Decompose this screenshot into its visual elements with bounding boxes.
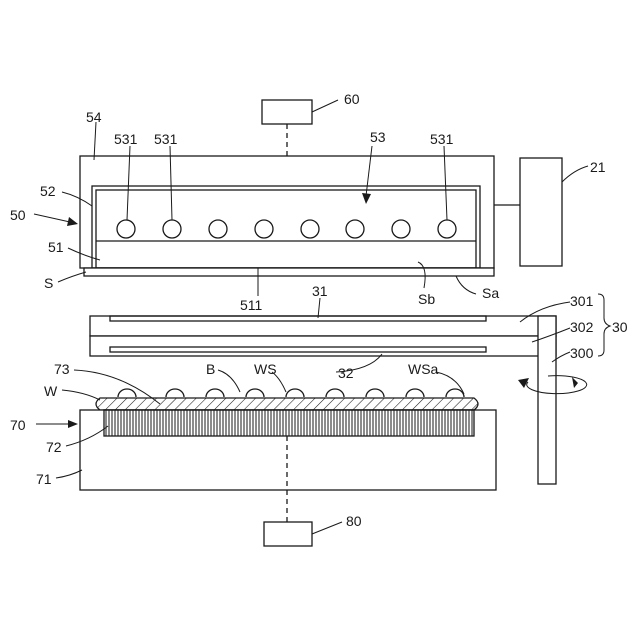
label-50: 50 — [10, 207, 26, 223]
label-W: W — [44, 383, 58, 399]
rotation-arrowhead-right — [572, 377, 578, 388]
leader-71 — [56, 470, 82, 478]
label-301: 301 — [570, 293, 594, 309]
arrow-50 — [34, 214, 70, 222]
label-WSa: WSa — [408, 361, 439, 377]
label-51: 51 — [48, 239, 64, 255]
label-Sb: Sb — [418, 291, 435, 307]
leader-S — [58, 272, 86, 282]
box-60 — [262, 100, 312, 124]
layer-72-overlay — [104, 410, 474, 436]
leader-21 — [562, 166, 588, 182]
arrowhead-70 — [68, 420, 78, 428]
label-WS: WS — [254, 361, 277, 377]
box-80 — [264, 522, 312, 546]
label-73: 73 — [54, 361, 70, 377]
label-Sa: Sa — [482, 285, 499, 301]
label-300: 300 — [570, 345, 594, 361]
label-511: 511 — [240, 297, 263, 313]
brace-30 — [598, 294, 610, 356]
leader-B — [218, 370, 240, 392]
leader-80 — [312, 522, 342, 534]
label-S: S — [44, 275, 53, 291]
substrate-S — [84, 268, 494, 276]
label-302: 302 — [570, 319, 594, 335]
arrowhead-50 — [67, 217, 78, 226]
label-71: 71 — [36, 471, 52, 487]
label-70: 70 — [10, 417, 26, 433]
label-52: 52 — [40, 183, 56, 199]
label-80: 80 — [346, 513, 362, 529]
leader-W — [62, 390, 100, 400]
leader-54 — [94, 122, 96, 160]
label-72: 72 — [46, 439, 62, 455]
shaft-300 — [538, 316, 556, 484]
housing-54 — [80, 156, 494, 268]
label-54: 54 — [86, 109, 102, 125]
label-531b: 531 — [154, 131, 178, 147]
box-21 — [520, 158, 562, 266]
label-30: 30 — [612, 319, 628, 335]
label-31: 31 — [312, 283, 328, 299]
label-32: 32 — [338, 365, 354, 381]
wafer-W — [96, 398, 478, 410]
leader-Sa — [456, 276, 476, 294]
leader-60 — [312, 100, 338, 112]
label-531c: 531 — [430, 131, 454, 147]
plate-302 — [90, 336, 556, 356]
label-21: 21 — [590, 159, 606, 175]
label-53: 53 — [370, 129, 386, 145]
label-531a: 531 — [114, 131, 138, 147]
label-B: B — [206, 361, 215, 377]
label-60: 60 — [344, 91, 360, 107]
bump-row-B — [118, 389, 464, 397]
rotation-arrow — [527, 376, 587, 394]
leader-31 — [318, 298, 320, 318]
